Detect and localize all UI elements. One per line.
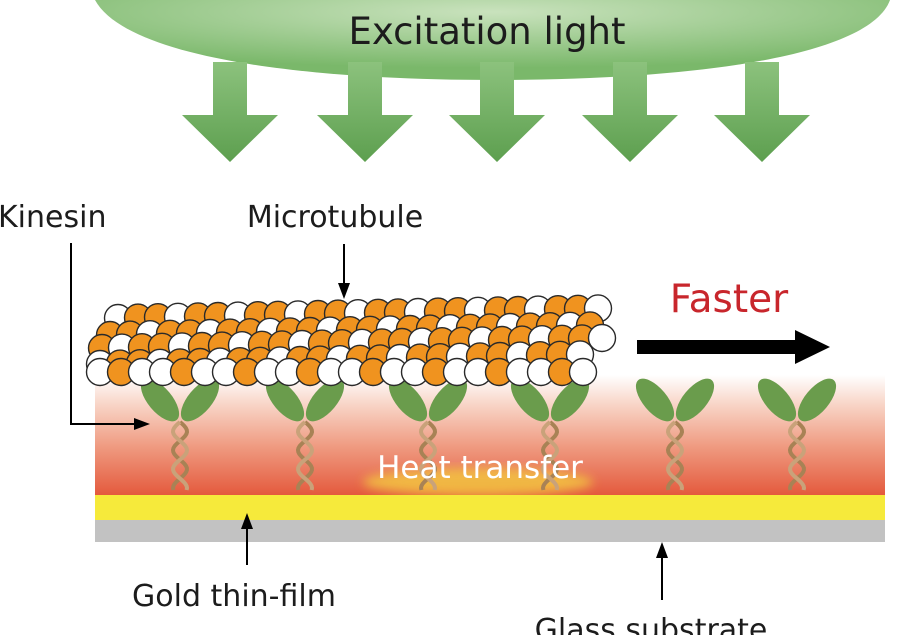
faster-label: Faster [670,277,789,322]
microtubule-label: Microtubule [247,200,423,235]
microtubule [85,294,617,387]
kinesin-label: Kinesin [0,200,106,235]
kinesin-leader-arrowhead [134,418,150,430]
kinesin-motor [635,378,715,491]
excitation-light-label: Excitation light [348,10,625,53]
faster-arrow [637,330,830,364]
kinesin-leader-line [70,243,136,425]
kinesin-motor [757,378,837,491]
light-arrows [182,62,810,162]
light-arrow [449,62,545,162]
glass-substrate [95,520,885,542]
light-arrow [182,62,278,162]
kinesin-motor [388,378,468,491]
microtubule-arrowhead [338,283,350,299]
kinesin-motor [510,378,590,491]
glass-substrate-arrowhead [656,542,668,558]
kinesin-motors [140,378,837,491]
light-arrow [317,62,413,162]
gold-thin-film [95,495,885,520]
excitation-light-beam [95,0,890,80]
kinesin-motor [140,378,220,491]
light-arrow [582,62,678,162]
glass-substrate-label: Glass substrate [535,613,768,635]
gold-thin-film-label: Gold thin-film [132,579,336,614]
heat-transfer-label: Heat transfer [377,450,583,486]
gold-film-arrowhead [241,513,253,529]
light-arrow [714,62,810,162]
kinesin-motor [265,378,345,491]
